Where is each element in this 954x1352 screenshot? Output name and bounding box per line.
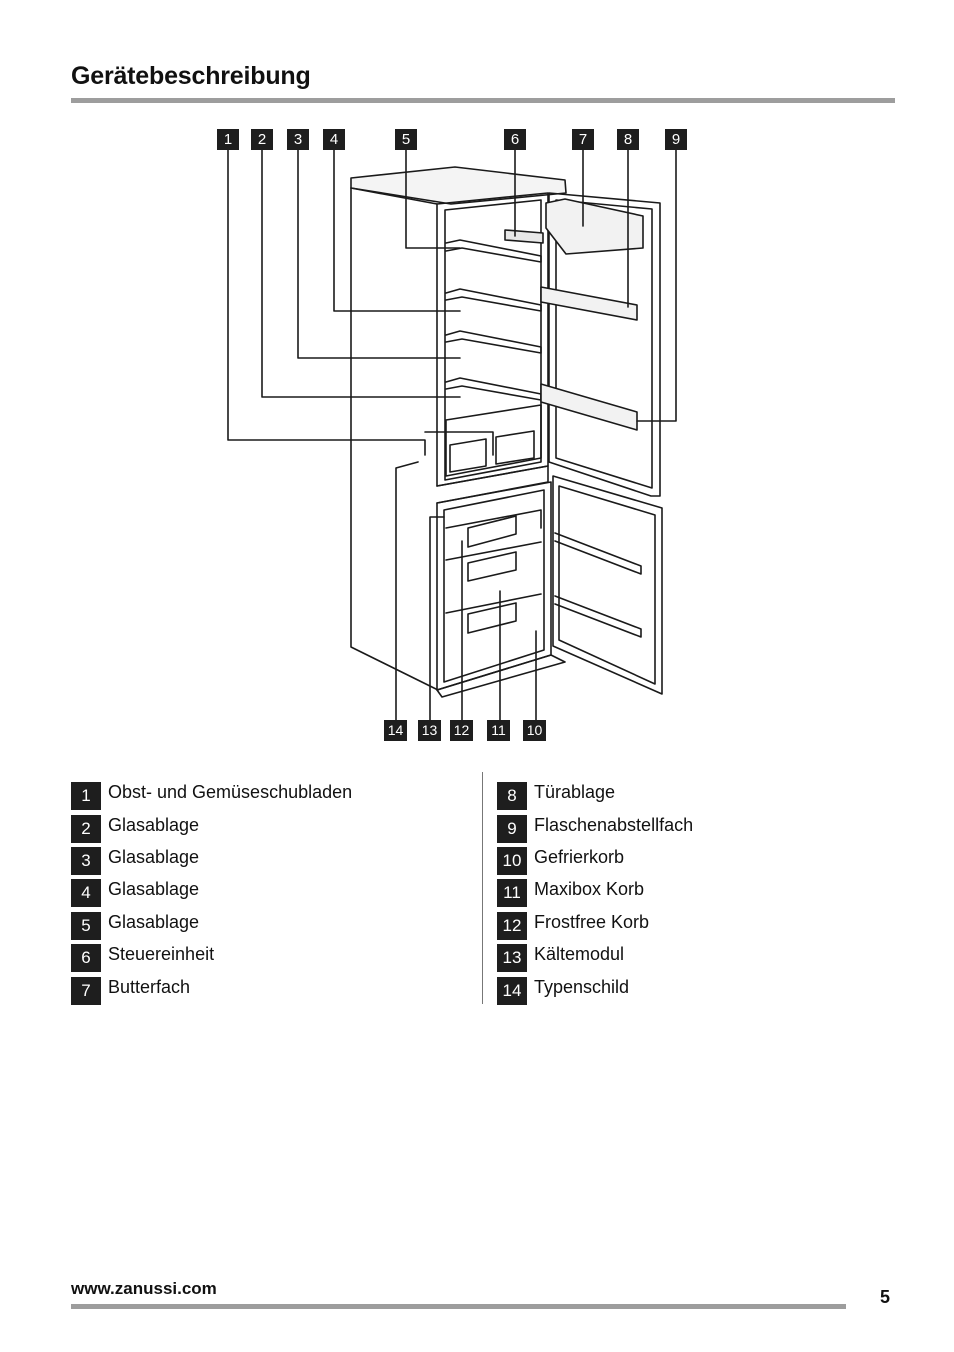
- legend-number: 3: [71, 847, 101, 875]
- page-number: 5: [880, 1287, 891, 1307]
- page-title: Gerätebeschreibung: [71, 62, 311, 90]
- legend-number: 10: [497, 847, 527, 875]
- legend-label: Maxibox Korb: [534, 879, 645, 899]
- callout-5: 5: [395, 129, 417, 150]
- footer-rule: [71, 1304, 846, 1309]
- appliance-diagram: 1 2 3 4 5 6 7 8 9 14 13 12 11 10: [217, 129, 687, 741]
- callout-6: 6: [504, 129, 526, 150]
- legend-number: 5: [71, 912, 101, 940]
- legend-label: Flaschenabstellfach: [534, 815, 694, 835]
- callout-4: 4: [323, 129, 345, 150]
- callout-10: 10: [523, 720, 546, 741]
- legend-number: 12: [497, 912, 527, 940]
- callout-13: 13: [418, 720, 441, 741]
- callout-9: 9: [665, 129, 687, 150]
- legend-number: 13: [497, 944, 527, 972]
- legend-number: 1: [71, 782, 101, 810]
- legend-label: Frostfree Korb: [534, 912, 650, 932]
- legend-label: Steuereinheit: [108, 944, 215, 964]
- footer-website-link[interactable]: www.zanussi.com: [71, 1279, 217, 1298]
- legend-label: Obst- und Gemüseschubladen: [108, 782, 353, 802]
- legend-label: Glasablage: [108, 912, 200, 932]
- callout-11: 11: [487, 720, 510, 741]
- legend-label: Glasablage: [108, 847, 200, 867]
- legend-label: Butterfach: [108, 977, 191, 997]
- legend-number: 7: [71, 977, 101, 1005]
- callout-8: 8: [617, 129, 639, 150]
- legend-label: Gefrierkorb: [534, 847, 625, 867]
- legend-number: 2: [71, 815, 101, 843]
- callout-12: 12: [450, 720, 473, 741]
- title-rule: [71, 98, 895, 103]
- callout-2: 2: [251, 129, 273, 150]
- legend-label: Glasablage: [108, 815, 200, 835]
- legend-number: 8: [497, 782, 527, 810]
- legend-divider: [482, 772, 483, 1004]
- callout-3: 3: [287, 129, 309, 150]
- fridge-illustration: [227, 149, 677, 721]
- legend-label: Typenschild: [534, 977, 630, 997]
- callout-7: 7: [572, 129, 594, 150]
- legend-number: 11: [497, 879, 527, 907]
- callout-14: 14: [384, 720, 407, 741]
- legend-label: Türablage: [534, 782, 616, 802]
- callout-1: 1: [217, 129, 239, 150]
- legend-number: 14: [497, 977, 527, 1005]
- legend-label: Kältemodul: [534, 944, 625, 964]
- legend-number: 9: [497, 815, 527, 843]
- legend-number: 4: [71, 879, 101, 907]
- legend-number: 6: [71, 944, 101, 972]
- legend-label: Glasablage: [108, 879, 200, 899]
